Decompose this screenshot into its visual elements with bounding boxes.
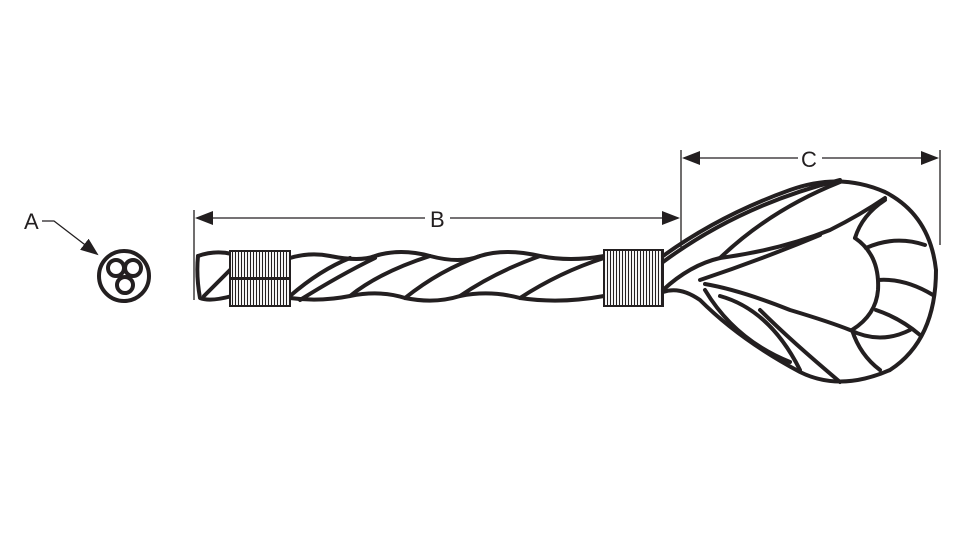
dimension-b: B — [193, 150, 682, 300]
serving-right — [603, 249, 664, 307]
leader-a — [42, 220, 99, 256]
rope-eye — [661, 178, 938, 384]
rope-cross-section — [97, 249, 151, 303]
label-b: B — [430, 207, 445, 232]
label-a: A — [24, 209, 39, 234]
serving-left — [229, 250, 291, 307]
label-c: C — [801, 147, 817, 172]
dimension-c: C — [682, 147, 941, 245]
